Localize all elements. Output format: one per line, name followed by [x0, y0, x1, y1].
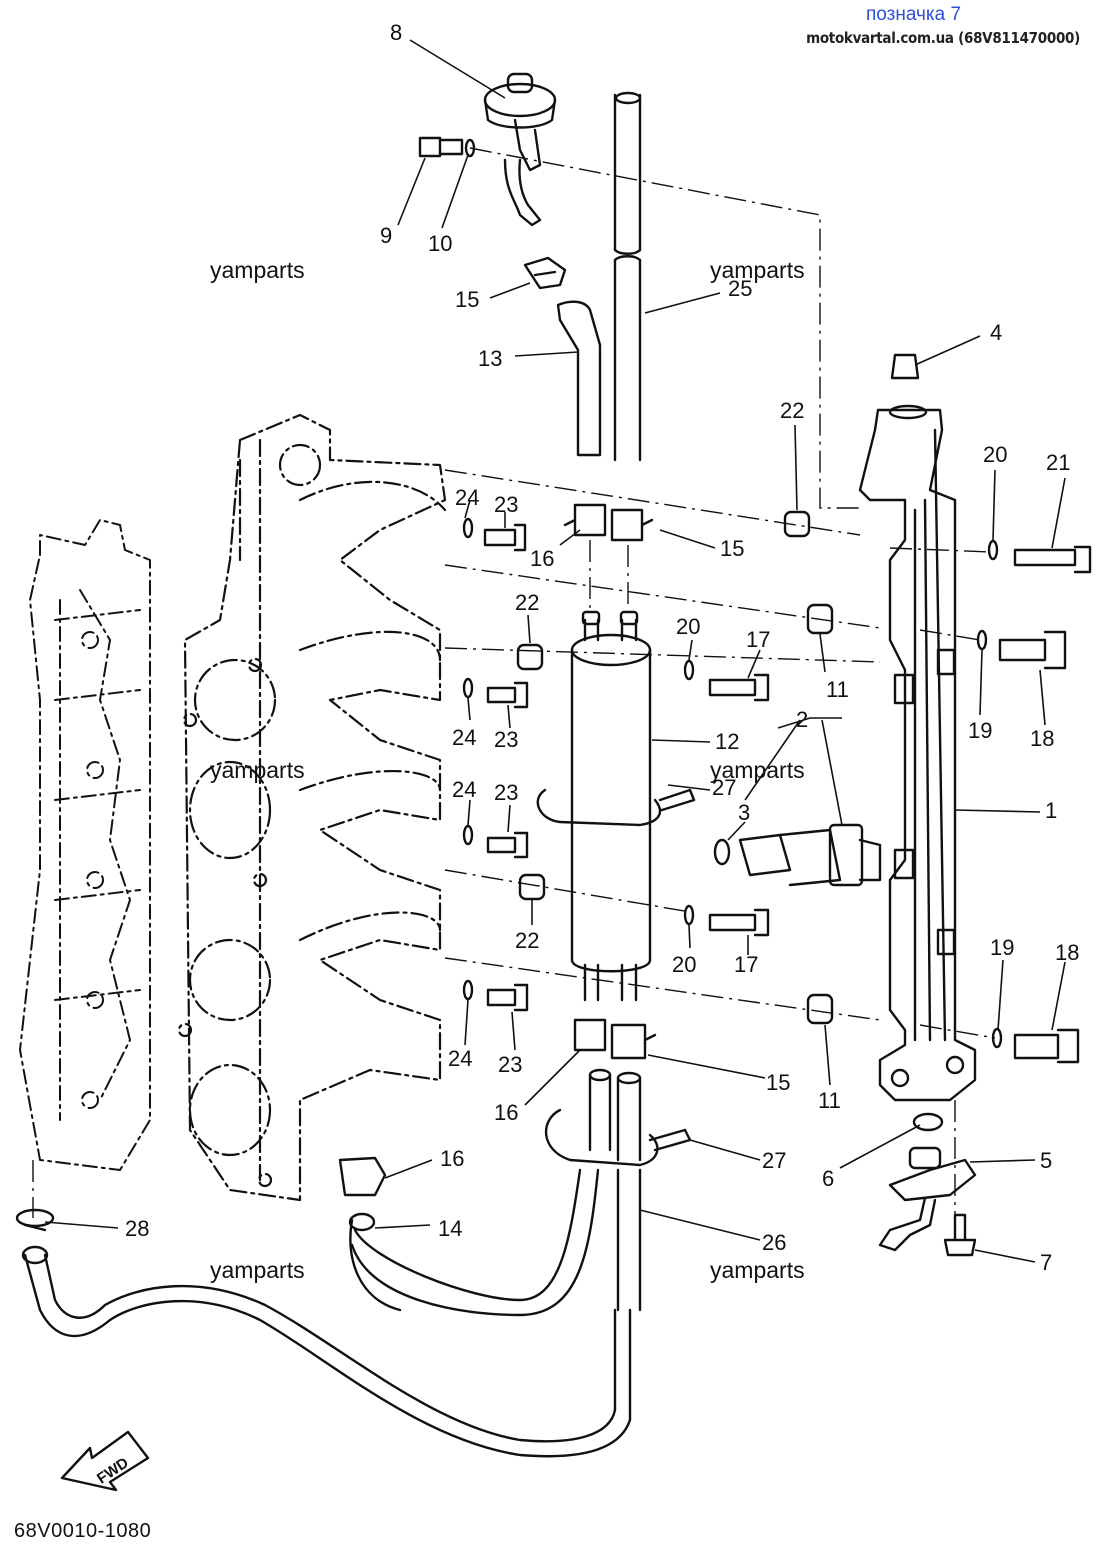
part-3-oring — [713, 838, 731, 866]
watermark-text: yamparts — [710, 757, 805, 783]
part-15-clamp-top — [523, 256, 567, 290]
callout-14: 14 — [438, 1216, 462, 1241]
part-23-bolts — [483, 523, 529, 1012]
callout-25: 25 — [728, 276, 752, 301]
part-24-orings — [462, 517, 474, 1001]
part-17-bolt-upper — [708, 673, 770, 702]
drawing-code: 68V0010-1080 — [14, 1520, 152, 1542]
callout-18b: 18 — [1055, 940, 1079, 965]
callout-2: 2 — [796, 707, 808, 732]
part-14-hose — [348, 1212, 402, 1312]
watermark-text: yamparts — [710, 1257, 805, 1283]
callout-3: 3 — [738, 800, 750, 825]
callout-6: 6 — [822, 1166, 834, 1191]
part-12-filter — [570, 610, 652, 1002]
callout-22: 22 — [780, 398, 804, 423]
part-18-bolt-upper — [998, 630, 1067, 670]
callout-21: 21 — [1046, 450, 1070, 475]
part-27-strap-lower — [545, 1108, 692, 1167]
part-28-clamp — [15, 1208, 55, 1232]
callout-1: 1 — [1045, 798, 1057, 823]
callout-20c: 20 — [672, 952, 696, 977]
callout-24b: 24 — [452, 725, 476, 750]
callout-4: 4 — [990, 320, 1002, 345]
fwd-label: FWD — [94, 1454, 132, 1487]
part-5-fitting — [878, 1146, 977, 1252]
header-source: motokvartal.com.ua (68V811470000) — [806, 29, 1080, 47]
callout-26: 26 — [762, 1230, 786, 1255]
part-16-clamp-left — [338, 1156, 387, 1197]
header-label: позначка 7 — [866, 4, 962, 25]
callout-15b: 15 — [720, 536, 744, 561]
part-27-strap-upper — [536, 788, 696, 827]
part-25-hose — [613, 91, 642, 462]
callout-27: 27 — [712, 775, 736, 800]
callout-19: 19 — [968, 718, 992, 743]
part-1-fuel-rail — [858, 404, 977, 1102]
callout-27b: 27 — [762, 1148, 786, 1173]
callout-19b: 19 — [990, 935, 1014, 960]
callout-17b: 17 — [734, 952, 758, 977]
part-11-collars — [806, 603, 834, 1025]
part-8-pressure-regulator — [483, 72, 557, 227]
callout-9: 9 — [380, 223, 392, 248]
callout-13: 13 — [478, 346, 502, 371]
part-17-bolt-lower — [708, 908, 770, 937]
callout-28: 28 — [125, 1216, 149, 1241]
callout-16: 16 — [530, 546, 554, 571]
callout-23c: 23 — [494, 780, 518, 805]
callout-11: 11 — [826, 677, 849, 702]
part-9-bolt — [418, 136, 464, 158]
part-10-washer — [464, 138, 476, 158]
watermark-text: yamparts — [210, 257, 305, 283]
part-2-sensor — [738, 823, 882, 887]
callout-17: 17 — [746, 627, 770, 652]
callout-23b: 23 — [494, 727, 518, 752]
part-18-bolt-lower — [1013, 1028, 1080, 1064]
callout-24d: 24 — [448, 1046, 472, 1071]
part-4-cap — [890, 353, 920, 380]
part-21-bolt — [1013, 545, 1092, 574]
watermark-text: yamparts — [710, 257, 805, 283]
intake-manifold — [177, 413, 447, 1202]
callout-7: 7 — [1040, 1250, 1052, 1275]
callout-24c: 24 — [452, 777, 476, 802]
callout-23d: 23 — [498, 1052, 522, 1077]
callout-8: 8 — [390, 20, 402, 45]
callout-10: 10 — [428, 231, 452, 256]
part-16-clamp — [563, 503, 607, 537]
fwd-arrow-icon — [60, 1430, 150, 1492]
part-20-washers — [683, 539, 999, 926]
callout-22b: 22 — [515, 590, 539, 615]
part-15-clamp — [610, 508, 654, 542]
callout-12: 12 — [715, 729, 739, 754]
part-15-clamp-lower — [610, 1023, 657, 1060]
callout-15: 15 — [455, 287, 479, 312]
watermark-text: yamparts — [210, 757, 305, 783]
part-6-oring — [912, 1112, 944, 1132]
engine-block — [19, 519, 151, 1171]
callout-24: 24 — [455, 485, 479, 510]
callout-23: 23 — [494, 492, 518, 517]
part-22-collars — [516, 510, 811, 901]
part-7-bolt — [943, 1213, 977, 1257]
callout-18: 18 — [1030, 726, 1054, 751]
callout-22c: 22 — [515, 928, 539, 953]
part-26-return-hose — [21, 1245, 632, 1458]
part-13-hose — [556, 300, 602, 457]
callout-15c: 15 — [766, 1070, 790, 1095]
callout-20: 20 — [983, 442, 1007, 467]
callout-20b: 20 — [676, 614, 700, 639]
watermark-text: yamparts — [210, 1257, 305, 1283]
callout-11b: 11 — [818, 1088, 841, 1113]
part-26-hose — [350, 1068, 642, 1317]
callout-5: 5 — [1040, 1148, 1052, 1173]
callout-16b: 16 — [494, 1100, 518, 1125]
callout-16c: 16 — [440, 1146, 464, 1171]
part-16-clamp-lower — [573, 1018, 607, 1052]
